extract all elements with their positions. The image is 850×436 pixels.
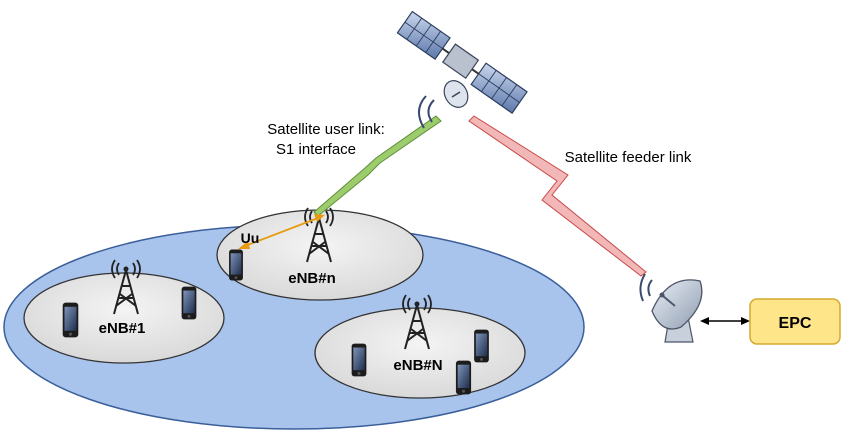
cell-enb-1 — [23, 272, 225, 364]
smartphone-icon — [229, 249, 243, 281]
epc-arrowhead-right — [741, 317, 750, 325]
smartphone-icon — [181, 286, 197, 320]
satellite-feeder-link — [468, 115, 647, 277]
uu-arrowhead-tower — [314, 214, 325, 222]
enb-n-big-label: eNB#N — [393, 357, 442, 374]
user-link-label-line1: Satellite user link: — [267, 121, 385, 138]
epc-label: EPC — [779, 315, 812, 332]
satellite-dish-icon — [639, 273, 703, 343]
satellite-icon — [396, 10, 528, 129]
uu-arrowhead — [238, 241, 250, 249]
smartphone-icon — [455, 360, 472, 395]
cell-enb-n-big — [314, 307, 526, 399]
enb-1-label: eNB#1 — [99, 320, 146, 337]
uu-link-arrow — [244, 217, 319, 247]
smartphone-icon — [351, 343, 367, 377]
uu-label: Uu — [241, 230, 260, 246]
feeder-link-label: Satellite feeder link — [565, 149, 692, 166]
user-link-label-line2: S1 interface — [276, 141, 356, 158]
enb-n-small-label: eNB#n — [288, 270, 336, 287]
smartphone-icon — [62, 302, 79, 338]
smartphone-icon — [474, 329, 489, 363]
epc-box — [749, 298, 841, 345]
epc-arrowhead-left — [700, 317, 709, 325]
